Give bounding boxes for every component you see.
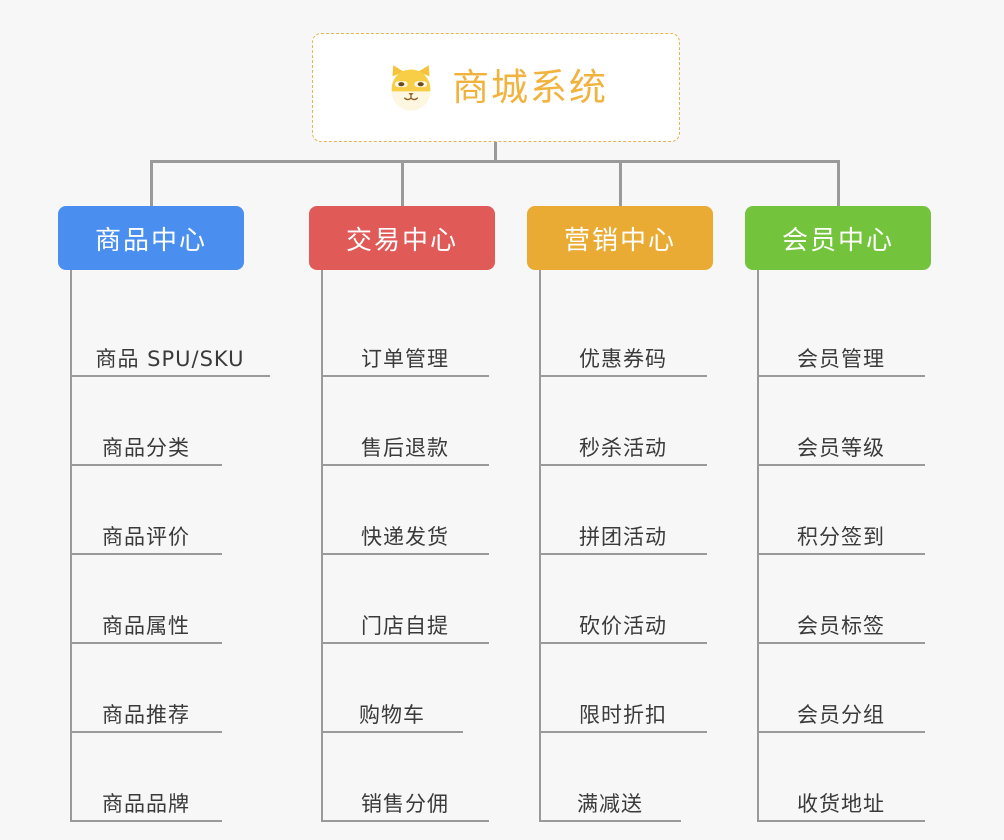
- leaf-label: 会员管理: [797, 346, 885, 371]
- leaf-label: 商品品牌: [102, 791, 190, 816]
- connector-horizontal-bus: [150, 160, 840, 163]
- leaf-item[interactable]: 快递发货: [321, 466, 489, 555]
- leaf-item[interactable]: 限时折扣: [539, 644, 707, 733]
- category-header-label: 商品中心: [94, 225, 207, 256]
- leaf-item[interactable]: 会员管理: [757, 288, 925, 377]
- leaf-label: 秒杀活动: [579, 435, 667, 460]
- leaf-list-4: 会员管理 会员等级 积分签到 会员标签 会员分组 收货地址: [745, 270, 931, 822]
- leaf-item[interactable]: 商品属性: [70, 555, 222, 644]
- connector-drop-3: [619, 160, 622, 206]
- leaf-label: 销售分佣: [361, 791, 449, 816]
- leaf-label: 快递发货: [361, 524, 449, 549]
- leaf-label: 优惠券码: [579, 346, 667, 371]
- category-header-label: 营销中心: [563, 225, 676, 256]
- leaf-item[interactable]: 满减送: [539, 733, 681, 822]
- leaf-label: 商品分类: [102, 435, 190, 460]
- category-header-label: 交易中心: [345, 225, 458, 256]
- branch-spine: [70, 270, 72, 822]
- branch-column-3: 营销中心 优惠券码 秒杀活动 拼团活动 砍价活动 限时折扣 满减送: [527, 206, 713, 822]
- branch-spine: [757, 270, 759, 822]
- root-title: 商城系统: [452, 66, 608, 109]
- leaf-label: 限时折扣: [579, 702, 667, 727]
- leaf-item[interactable]: 拼团活动: [539, 466, 707, 555]
- leaf-item[interactable]: 商品分类: [70, 377, 222, 466]
- leaf-label: 商品评价: [102, 524, 190, 549]
- leaf-item[interactable]: 积分签到: [757, 466, 925, 555]
- leaf-label: 商品推荐: [102, 702, 190, 727]
- leaf-item[interactable]: 门店自提: [321, 555, 489, 644]
- leaf-item[interactable]: 优惠券码: [539, 288, 707, 377]
- leaf-item[interactable]: 砍价活动: [539, 555, 707, 644]
- connector-drop-1: [150, 160, 153, 206]
- leaf-item[interactable]: 商品推荐: [70, 644, 222, 733]
- leaf-label: 砍价活动: [579, 613, 667, 638]
- category-header-3[interactable]: 营销中心: [527, 206, 713, 270]
- leaf-item[interactable]: 商品品牌: [70, 733, 222, 822]
- leaf-label: 订单管理: [361, 346, 449, 371]
- category-header-2[interactable]: 交易中心: [309, 206, 495, 270]
- leaf-item[interactable]: 会员标签: [757, 555, 925, 644]
- shiba-dog-face-icon: [384, 61, 438, 115]
- category-header-1[interactable]: 商品中心: [58, 206, 244, 270]
- branch-column-1: 商品中心 商品 SPU/SKU 商品分类 商品评价 商品属性 商品推荐 商品品牌: [58, 206, 270, 822]
- category-header-label: 会员中心: [781, 225, 894, 256]
- leaf-label: 会员等级: [797, 435, 885, 460]
- leaf-item[interactable]: 收货地址: [757, 733, 925, 822]
- connector-root-stem: [494, 142, 497, 162]
- leaf-item[interactable]: 销售分佣: [321, 733, 489, 822]
- leaf-item[interactable]: 商品 SPU/SKU: [70, 288, 270, 377]
- leaf-label: 商品 SPU/SKU: [95, 346, 245, 371]
- leaf-label: 拼团活动: [579, 524, 667, 549]
- leaf-item[interactable]: 会员分组: [757, 644, 925, 733]
- leaf-item[interactable]: 售后退款: [321, 377, 489, 466]
- leaf-list-3: 优惠券码 秒杀活动 拼团活动 砍价活动 限时折扣 满减送: [527, 270, 713, 822]
- leaf-label: 会员分组: [797, 702, 885, 727]
- leaf-label: 满减送: [577, 791, 643, 816]
- leaf-item[interactable]: 商品评价: [70, 466, 222, 555]
- branch-column-4: 会员中心 会员管理 会员等级 积分签到 会员标签 会员分组 收货地址: [745, 206, 931, 822]
- leaf-label: 购物车: [359, 702, 425, 727]
- leaf-label: 会员标签: [797, 613, 885, 638]
- branch-spine: [539, 270, 541, 822]
- leaf-label: 售后退款: [361, 435, 449, 460]
- connector-drop-4: [837, 160, 840, 206]
- leaf-label: 积分签到: [797, 524, 885, 549]
- leaf-item[interactable]: 订单管理: [321, 288, 489, 377]
- category-header-4[interactable]: 会员中心: [745, 206, 931, 270]
- leaf-item[interactable]: 会员等级: [757, 377, 925, 466]
- leaf-label: 商品属性: [102, 613, 190, 638]
- leaf-item[interactable]: 秒杀活动: [539, 377, 707, 466]
- branch-column-2: 交易中心 订单管理 售后退款 快递发货 门店自提 购物车 销售分佣: [309, 206, 495, 822]
- leaf-list-1: 商品 SPU/SKU 商品分类 商品评价 商品属性 商品推荐 商品品牌: [58, 270, 270, 822]
- leaf-list-2: 订单管理 售后退款 快递发货 门店自提 购物车 销售分佣: [309, 270, 495, 822]
- root-node[interactable]: 商城系统: [312, 33, 680, 142]
- leaf-label: 门店自提: [361, 613, 449, 638]
- connector-drop-2: [401, 160, 404, 206]
- branch-spine: [321, 270, 323, 822]
- leaf-item[interactable]: 购物车: [321, 644, 463, 733]
- leaf-label: 收货地址: [797, 791, 885, 816]
